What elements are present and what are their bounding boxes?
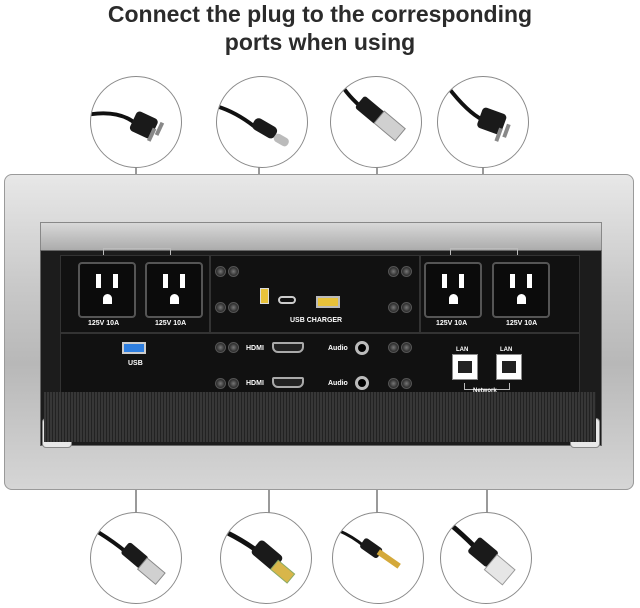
ac-outlet-2[interactable] [145, 262, 203, 318]
hdmi-label: HDMI [246, 345, 264, 352]
outlet-rating-label: 125V 10A [155, 320, 187, 327]
screw [228, 342, 239, 353]
screw [228, 378, 239, 389]
audio-label: Audio [328, 345, 348, 352]
screw [388, 266, 399, 277]
audio-jack-plug-icon [332, 512, 424, 604]
network-label: Network [473, 388, 497, 394]
screw [215, 378, 226, 389]
ac-outlet-1[interactable] [78, 262, 136, 318]
screw [401, 302, 412, 313]
screw [388, 302, 399, 313]
usb-a-charger-port[interactable] [316, 296, 340, 308]
ac-outlet-3[interactable] [424, 262, 482, 318]
outlet-bracket-left [103, 248, 171, 255]
screw [401, 378, 412, 389]
battery-icon [260, 288, 269, 304]
heading-line-2: ports when using [224, 29, 416, 55]
hdmi-port-1[interactable] [272, 342, 304, 353]
ac-power-plug-icon [90, 76, 182, 168]
lan-label: LAN [456, 347, 469, 353]
usb3-port[interactable] [122, 342, 146, 354]
network-bracket [464, 383, 510, 390]
charger-plate [210, 255, 420, 333]
screw [215, 266, 226, 277]
screw [215, 302, 226, 313]
usb-c-plug-icon [216, 76, 308, 168]
audio-jack-2[interactable] [355, 376, 369, 390]
audio-jack-1[interactable] [355, 341, 369, 355]
outlet-rating-label: 125V 10A [436, 320, 468, 327]
cable-brush-strip [44, 392, 596, 442]
hdmi-port-2[interactable] [272, 377, 304, 388]
screw [228, 302, 239, 313]
outlet-bracket-right [450, 248, 518, 255]
lan-port-1[interactable] [452, 354, 478, 380]
usb-charger-label: USB CHARGER [290, 317, 343, 324]
outlet-rating-label: 125V 10A [506, 320, 538, 327]
screw [228, 266, 239, 277]
hdmi-plug-icon [220, 512, 312, 604]
screw [401, 266, 412, 277]
screw [401, 342, 412, 353]
usb-label: USB [128, 360, 143, 367]
lan-port-2[interactable] [496, 354, 522, 380]
av-plate [60, 333, 580, 393]
usb-a-plug-icon [330, 76, 422, 168]
usb-c-port[interactable] [278, 296, 296, 304]
ac-power-plug-icon [437, 76, 529, 168]
ethernet-plug-icon [440, 512, 532, 604]
screw [215, 342, 226, 353]
audio-label: Audio [328, 380, 348, 387]
screw [388, 342, 399, 353]
usb-a-plug-icon [90, 512, 182, 604]
lan-label: LAN [500, 347, 513, 353]
ac-outlet-4[interactable] [492, 262, 550, 318]
hdmi-label: HDMI [246, 380, 264, 387]
screw [388, 378, 399, 389]
outlet-rating-label: 125V 10A [88, 320, 120, 327]
heading-line-1: Connect the plug to the corresponding [107, 1, 533, 27]
